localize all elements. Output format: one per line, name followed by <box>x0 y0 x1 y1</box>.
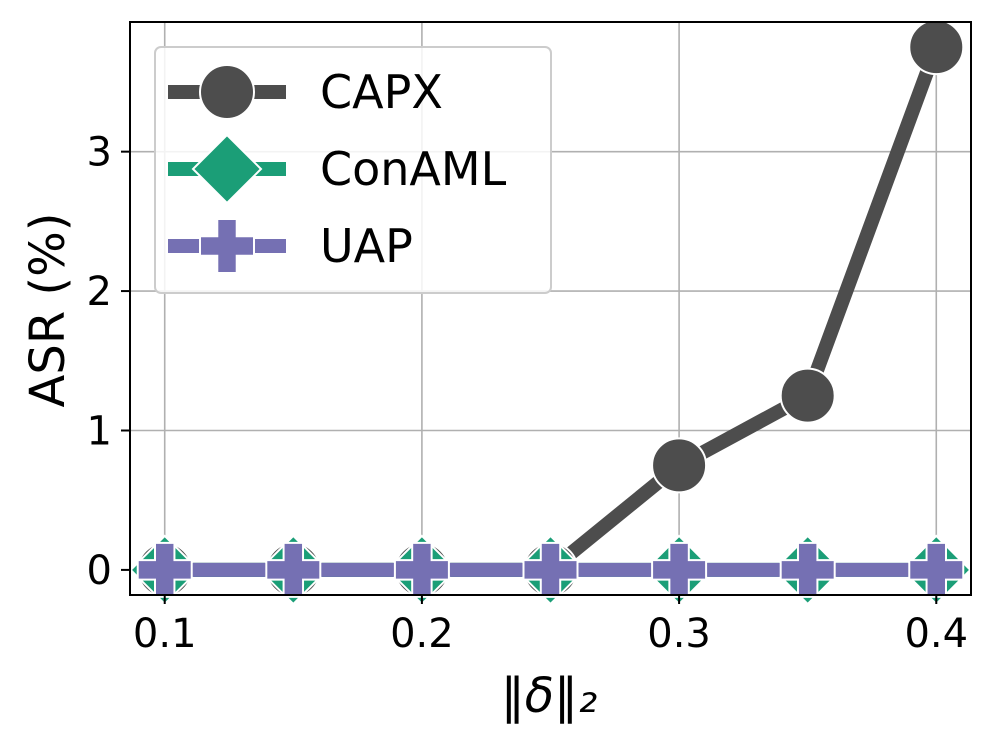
data-point-uap <box>651 541 708 598</box>
legend: CAPX ConAML UAP <box>154 46 552 294</box>
legend-item-uap: UAP <box>168 218 413 274</box>
y-tick-label: 2 <box>87 269 112 315</box>
legend-box <box>154 46 552 294</box>
legend-marker <box>199 64 255 120</box>
axis-ticks: 0.1 0.2 0.3 0.4 0 1 2 3 <box>87 130 969 657</box>
data-point-uap <box>908 541 965 598</box>
y-tick-label: 0 <box>87 548 112 594</box>
data-point-capx <box>651 437 708 494</box>
legend-marker <box>199 218 255 274</box>
legend-item-conaml: ConAML <box>168 133 507 205</box>
x-axis-label: ‖δ‖₂ <box>501 668 598 724</box>
data-point-capx <box>908 19 965 76</box>
data-point-uap <box>779 541 836 598</box>
legend-item-capx: CAPX <box>168 64 443 120</box>
series-layer <box>129 19 972 606</box>
series-uap <box>136 541 965 598</box>
x-tick-label: 0.1 <box>133 611 197 657</box>
x-tick-label: 0.2 <box>390 611 454 657</box>
legend-label: CAPX <box>320 65 443 119</box>
data-point-uap <box>265 541 322 598</box>
y-tick-label: 1 <box>87 408 112 454</box>
legend-label: ConAML <box>320 142 507 196</box>
legend-label: UAP <box>320 219 413 273</box>
plot-frame <box>129 21 972 596</box>
data-point-uap <box>393 541 450 598</box>
data-point-uap <box>522 541 579 598</box>
x-tick-label: 0.4 <box>904 611 968 657</box>
y-axis-label: ASR (%) <box>20 213 76 408</box>
data-point-uap <box>136 541 193 598</box>
data-point-capx <box>779 367 836 424</box>
x-tick-label: 0.3 <box>647 611 711 657</box>
legend-marker <box>191 133 263 205</box>
y-tick-label: 3 <box>87 130 112 176</box>
